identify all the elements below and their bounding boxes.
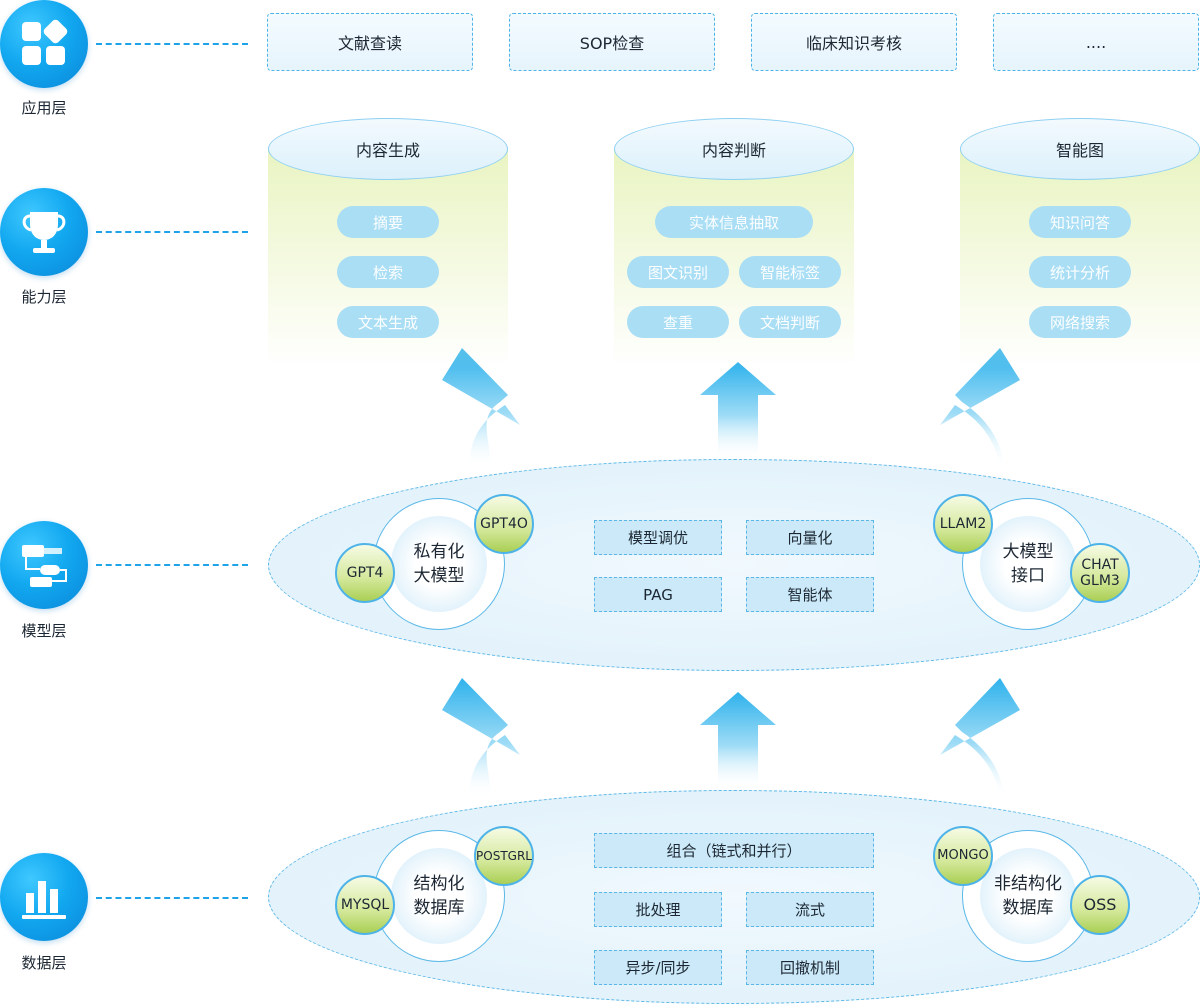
- data-tag[interactable]: 批处理: [594, 892, 722, 927]
- satellite-oss[interactable]: OSS: [1070, 875, 1130, 935]
- trophy-icon: [22, 212, 66, 253]
- model-tag[interactable]: 模型调优: [594, 520, 722, 555]
- data-tag[interactable]: 组合（链式和并行）: [594, 833, 874, 868]
- capability-pill[interactable]: 智能标签: [739, 256, 841, 288]
- app-layer-connector: [96, 43, 248, 45]
- model-tag[interactable]: PAG: [594, 577, 722, 612]
- app-box-more[interactable]: ....: [993, 13, 1199, 71]
- flowchart-icon: [22, 545, 67, 587]
- capability-pill[interactable]: 图文识别: [627, 256, 729, 288]
- layer-label-capability: 能力层: [21, 288, 67, 306]
- data-tag[interactable]: 回撤机制: [746, 950, 874, 985]
- unstructured-db-core: 非结构化 数据库: [980, 848, 1076, 944]
- cylinder-title: 内容判断: [614, 118, 854, 180]
- satellite-gpt4o[interactable]: GPT4O: [474, 494, 534, 554]
- structured-db-core: 结构化 数据库: [391, 848, 487, 944]
- arrow-up-right-1: [940, 348, 1020, 468]
- capability-pill[interactable]: 文档判断: [739, 306, 841, 338]
- arrow-up-left-1: [442, 348, 520, 468]
- satellite-chatglm3[interactable]: CHAT GLM3: [1070, 543, 1130, 603]
- capability-layer-connector: [96, 231, 248, 233]
- capability-pill[interactable]: 摘要: [337, 206, 439, 238]
- satellite-gpt4[interactable]: GPT4: [335, 543, 395, 603]
- data-tag[interactable]: 异步/同步: [594, 950, 722, 985]
- cylinder-title: 智能图: [960, 118, 1200, 180]
- capability-cylinder-judge: 内容判断 实体信息抽取 图文识别 智能标签 查重 文档判断: [614, 118, 854, 368]
- layer-label-model: 模型层: [21, 622, 67, 640]
- satellite-mysql[interactable]: MYSQL: [335, 875, 395, 935]
- satellite-postgrl[interactable]: POSTGRL: [474, 826, 534, 886]
- app-layer-icon: [0, 0, 88, 88]
- capability-pill[interactable]: 统计分析: [1029, 256, 1131, 288]
- app-box-clinical[interactable]: 临床知识考核: [751, 13, 957, 71]
- capability-pill[interactable]: 实体信息抽取: [655, 206, 813, 238]
- arrow-up-center-1: [700, 362, 776, 460]
- capability-cylinder-graph: 智能图 知识问答 统计分析 网络搜索: [960, 118, 1200, 368]
- cylinder-title: 内容生成: [268, 118, 508, 180]
- capability-pill[interactable]: 知识问答: [1029, 206, 1131, 238]
- capability-cylinder-generate: 内容生成 摘要 检索 文本生成: [268, 118, 508, 368]
- capability-pill[interactable]: 查重: [627, 306, 729, 338]
- capability-layer-icon: [0, 188, 88, 276]
- arrow-up-right-2: [940, 678, 1020, 798]
- layer-label-data: 数据层: [21, 954, 67, 972]
- data-layer-connector: [96, 897, 248, 899]
- data-layer-icon: [0, 853, 88, 941]
- satellite-mongo[interactable]: MONGO: [933, 826, 993, 886]
- arrow-up-center-2: [700, 692, 776, 790]
- app-box-literature[interactable]: 文献查读: [267, 13, 473, 71]
- data-tag[interactable]: 流式: [746, 892, 874, 927]
- api-model-ring: 大模型 接口: [962, 498, 1094, 630]
- satellite-llam2[interactable]: LLAM2: [933, 494, 993, 554]
- app-box-sop[interactable]: SOP检查: [509, 13, 715, 71]
- arrow-up-left-2: [442, 678, 520, 798]
- capability-pill[interactable]: 文本生成: [337, 306, 439, 338]
- model-tag[interactable]: 向量化: [746, 520, 874, 555]
- api-model-core: 大模型 接口: [980, 516, 1076, 612]
- model-tag[interactable]: 智能体: [746, 577, 874, 612]
- capability-pill[interactable]: 网络搜索: [1029, 306, 1131, 338]
- apps-grid-icon: [22, 19, 68, 65]
- capability-pill[interactable]: 检索: [337, 256, 439, 288]
- model-layer-icon: [0, 521, 88, 609]
- bar-chart-icon: [22, 881, 66, 919]
- layer-label-app: 应用层: [21, 99, 67, 117]
- private-model-core: 私有化 大模型: [391, 516, 487, 612]
- model-layer-connector: [96, 564, 248, 566]
